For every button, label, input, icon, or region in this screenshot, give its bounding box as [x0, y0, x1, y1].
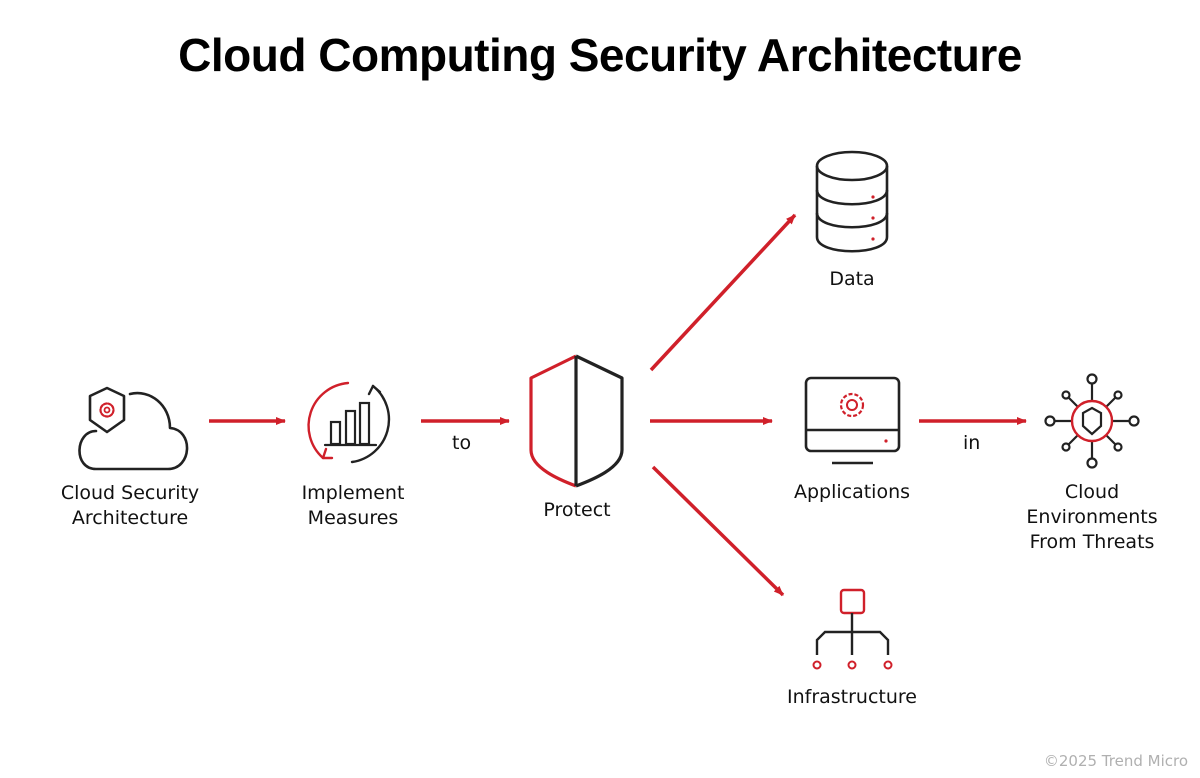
- database-icon: [815, 150, 889, 253]
- node-label-data: Data: [829, 268, 875, 290]
- copyright-footer: ©2025 Trend Micro: [1043, 752, 1188, 770]
- connector-label-to: to: [452, 432, 472, 454]
- hierarchy-icon: [812, 588, 893, 670]
- node-label-cloud-security-architecture: Cloud Security Architecture: [60, 482, 200, 529]
- cloud-shield-gear-icon: [78, 386, 189, 471]
- arrow-protect-to-data: [649, 213, 797, 372]
- shield-icon: [529, 354, 624, 488]
- node-label-infrastructure: Infrastructure: [786, 686, 917, 708]
- node-label-protect: Protect: [543, 499, 611, 521]
- bar-chart-cycle-icon: [307, 381, 391, 464]
- node-label-cloud-environments: Cloud Environments From Threats: [1026, 481, 1158, 553]
- diagram-title: Cloud Computing Security Architecture: [178, 29, 1022, 81]
- network-shield-icon: [1044, 373, 1140, 469]
- connector-label-in: in: [963, 432, 981, 454]
- arrows: [209, 213, 1027, 597]
- arrow-protect-to-infrastructure: [651, 465, 785, 597]
- node-label-applications: Applications: [793, 481, 911, 503]
- node-label-implement-measures: Implement Measures: [301, 482, 405, 529]
- monitor-gear-icon: [804, 376, 901, 465]
